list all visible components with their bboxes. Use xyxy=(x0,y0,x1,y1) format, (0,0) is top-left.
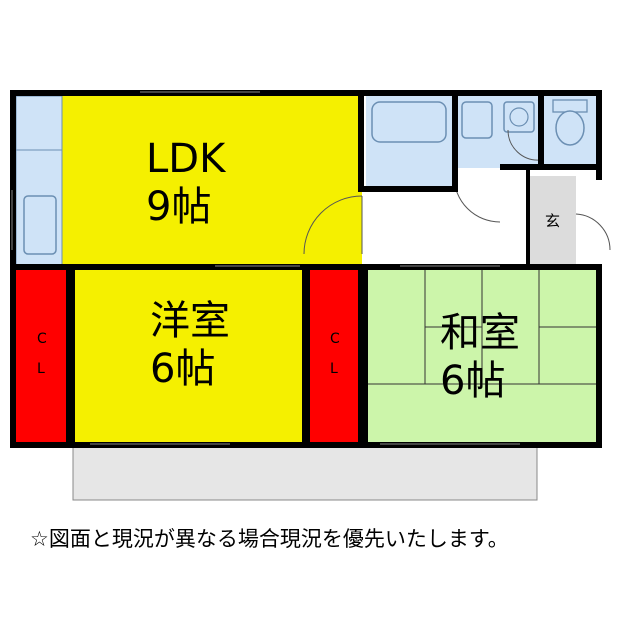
entrance xyxy=(530,176,576,266)
closet-middle-c: C xyxy=(330,331,340,347)
entrance-label: 玄 xyxy=(545,212,560,230)
ldk-name: LDK xyxy=(146,136,227,182)
closet-left-l: L xyxy=(37,361,45,377)
japanese-size: 6帖 xyxy=(440,358,505,404)
disclaimer-note: ☆図面と現況が異なる場合現況を優先いたします。 xyxy=(30,527,509,551)
western-room xyxy=(75,270,302,442)
bathtub-icon xyxy=(371,101,447,143)
ldk-size: 9帖 xyxy=(146,184,211,230)
closet-middle xyxy=(310,270,360,442)
ldk-room xyxy=(62,96,362,268)
washbasin-icon xyxy=(461,101,493,139)
western-size: 6帖 xyxy=(150,346,215,392)
western-name: 洋室 xyxy=(150,298,230,344)
japanese-name: 和室 xyxy=(440,310,520,356)
kitchen-sink-icon xyxy=(23,195,57,255)
walls xyxy=(10,90,602,448)
closet-left-c: C xyxy=(37,331,47,347)
closet-left xyxy=(16,270,66,442)
tatami-lines xyxy=(368,270,596,385)
closet-middle-l: L xyxy=(330,361,338,377)
balcony xyxy=(72,445,538,501)
toilet-icon xyxy=(555,110,585,146)
washing-machine-icon xyxy=(503,101,535,133)
